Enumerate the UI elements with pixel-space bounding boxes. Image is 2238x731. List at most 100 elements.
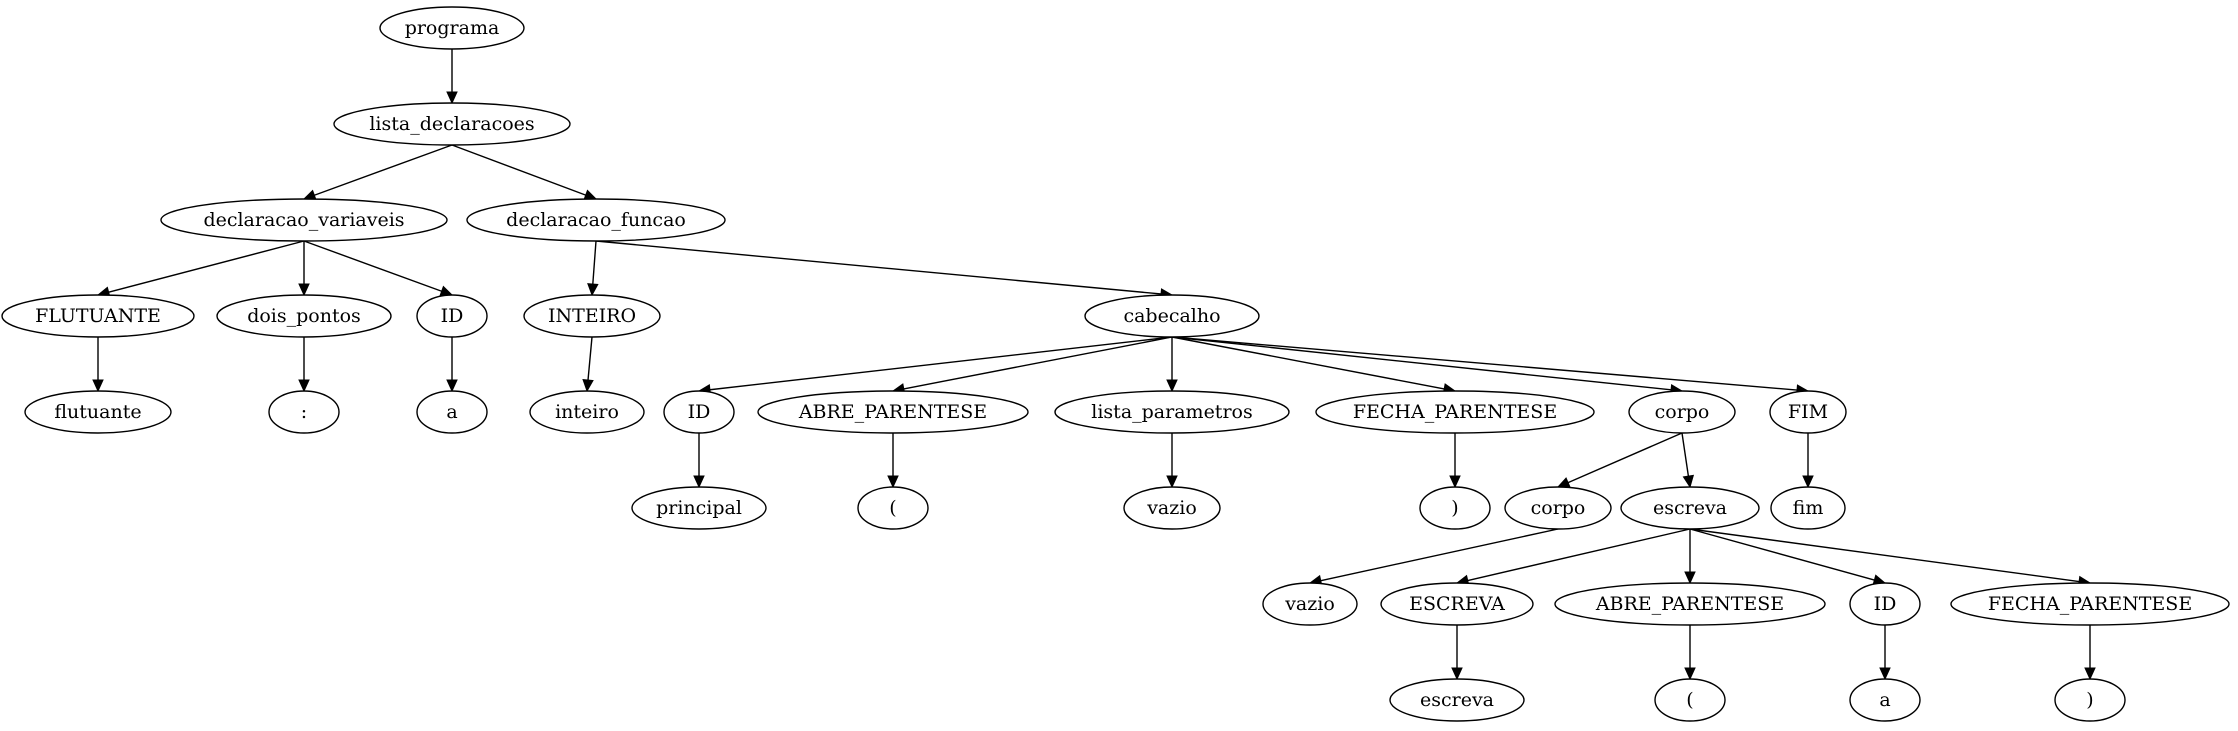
- node-label-escreva: escreva: [1653, 497, 1727, 519]
- edge-lista-declaracoes-to-declaracao-variaveis: [302, 144, 453, 201]
- tree-node-lista-parametros: lista_parametros: [1054, 390, 1290, 434]
- node-label-declaracao-funcao: declaracao_funcao: [506, 209, 686, 231]
- node-label-fim: FIM: [1788, 401, 1828, 423]
- node-label-id: ID: [688, 401, 711, 423]
- edge-id-func-to-principal-lex: [693, 433, 705, 489]
- node-ellipse: [216, 294, 392, 338]
- arrowhead: [1556, 477, 1571, 488]
- node-label-principal: principal: [656, 497, 742, 519]
- node-ellipse: [523, 294, 661, 338]
- edge-flutuante-tok-to-flutuante-lex: [92, 337, 104, 393]
- tree-node-a-var: a: [416, 390, 488, 434]
- arrowhead: [693, 475, 705, 489]
- edge-line: [1681, 432, 1690, 477]
- node-label-a: a: [1879, 689, 1890, 711]
- node-label-flutuante: flutuante: [54, 401, 141, 423]
- node-label-abre-parentese: ABRE_PARENTESE: [1595, 593, 1784, 615]
- nodes-layer: programalista_declaracoesdeclaracao_vari…: [1, 6, 2230, 722]
- node-label-cabecalho: cabecalho: [1123, 305, 1220, 327]
- edge-line: [303, 240, 442, 292]
- edge-escreva-node-to-id-escreva: [1689, 528, 1887, 586]
- edge-line: [595, 240, 1162, 295]
- edge-line: [108, 240, 305, 293]
- tree-node-flutuante-lex: flutuante: [24, 390, 172, 434]
- tree-node-declaracao-funcao: declaracao_funcao: [466, 198, 726, 242]
- node-ellipse: [1315, 390, 1595, 434]
- tree-node-escreva-tok: ESCREVA: [1380, 582, 1534, 626]
- node-label-id: ID: [441, 305, 464, 327]
- edge-declaracao-funcao-to-cabecalho: [595, 240, 1174, 300]
- edge-corpo-inner-to-vazio-corpo: [1308, 528, 1559, 587]
- tree-node-fim-lex: fim: [1770, 486, 1846, 530]
- tree-node-id-var: ID: [416, 294, 488, 338]
- node-label-a: a: [446, 401, 457, 423]
- node-label-symbol: (: [889, 497, 896, 519]
- arrowhead: [446, 379, 458, 393]
- node-ellipse: [1769, 390, 1847, 434]
- edge-line: [1171, 336, 1445, 390]
- edge-declaracao-variaveis-to-dois-pontos: [298, 241, 310, 297]
- arrowhead: [298, 379, 310, 393]
- edge-escreva-node-to-escreva-tok: [1455, 528, 1691, 587]
- arrowhead: [1684, 667, 1696, 681]
- node-label-abre-parentese: ABRE_PARENTESE: [798, 401, 987, 423]
- edge-declaracao-variaveis-to-flutuante-tok: [96, 240, 305, 298]
- edge-line: [1567, 432, 1683, 484]
- edge-declaracao-variaveis-to-id-var: [303, 240, 454, 297]
- node-label-symbol: (: [1686, 689, 1693, 711]
- arrowhead: [446, 91, 458, 105]
- tree-node-declaracao-variaveis: declaracao_variaveis: [160, 198, 448, 242]
- node-ellipse: [268, 390, 340, 434]
- arrowhead: [1879, 667, 1891, 681]
- arrowhead: [2084, 667, 2096, 681]
- node-ellipse: [1849, 678, 1921, 722]
- node-label-symbol: ): [1451, 497, 1458, 519]
- node-ellipse: [160, 198, 448, 242]
- edge-inteiro-tok-to-inteiro-lex: [582, 336, 594, 393]
- tree-node-flutuante-tok: FLUTUANTE: [1, 294, 195, 338]
- edge-line: [1689, 528, 2080, 583]
- tree-node-principal-lex: principal: [631, 486, 767, 530]
- edge-line: [451, 144, 586, 196]
- node-label-escreva: ESCREVA: [1409, 593, 1505, 615]
- edge-line: [592, 240, 597, 285]
- edge-fecha-parentese-2-to-close-paren-lex-2: [2084, 625, 2096, 681]
- node-ellipse: [1504, 486, 1612, 530]
- edge-fim-tok-to-fim-lex: [1802, 433, 1814, 489]
- node-label-flutuante: FLUTUANTE: [35, 305, 161, 327]
- arrowhead: [587, 283, 599, 297]
- node-ellipse: [631, 486, 767, 530]
- node-ellipse: [1054, 390, 1290, 434]
- node-label-symbol: ): [2086, 689, 2093, 711]
- arrowhead: [1802, 475, 1814, 489]
- arrowhead: [1682, 474, 1695, 489]
- edge-line: [1320, 528, 1559, 582]
- edge-declaracao-funcao-to-inteiro-tok: [587, 240, 599, 297]
- tree-node-fecha-parentese-2: FECHA_PARENTESE: [1950, 582, 2230, 626]
- arrowhead: [582, 379, 594, 393]
- arrowhead: [1449, 475, 1461, 489]
- arrowhead: [298, 283, 310, 297]
- edge-line: [709, 336, 1173, 391]
- tree-node-dois-pontos: dois_pontos: [216, 294, 392, 338]
- tree-node-escreva-node: escreva: [1620, 486, 1760, 530]
- tree-node-abre-parentese-1: ABRE_PARENTESE: [757, 390, 1029, 434]
- node-label-symbol: :: [301, 401, 307, 423]
- node-ellipse: [1262, 582, 1358, 626]
- node-ellipse: [466, 198, 726, 242]
- node-ellipse: [1, 294, 195, 338]
- edge-cabecalho-to-fim-tok: [1171, 336, 1810, 396]
- node-label-corpo: corpo: [1531, 497, 1586, 519]
- arrowhead: [1684, 571, 1696, 585]
- edge-corpo-outer-to-escreva-node: [1681, 432, 1695, 489]
- tree-node-escreva-lex: escreva: [1389, 678, 1525, 722]
- edge-escreva-node-to-abre-parentese-2: [1684, 529, 1696, 585]
- node-ellipse: [379, 6, 525, 50]
- node-label-lista-parametros: lista_parametros: [1091, 401, 1252, 423]
- edge-line: [903, 336, 1173, 390]
- node-label-fim: fim: [1793, 497, 1824, 519]
- edge-abre-parentese-1-to-open-paren-lex-1: [887, 433, 899, 489]
- edge-corpo-outer-to-corpo-inner: [1556, 432, 1683, 488]
- node-ellipse: [757, 390, 1029, 434]
